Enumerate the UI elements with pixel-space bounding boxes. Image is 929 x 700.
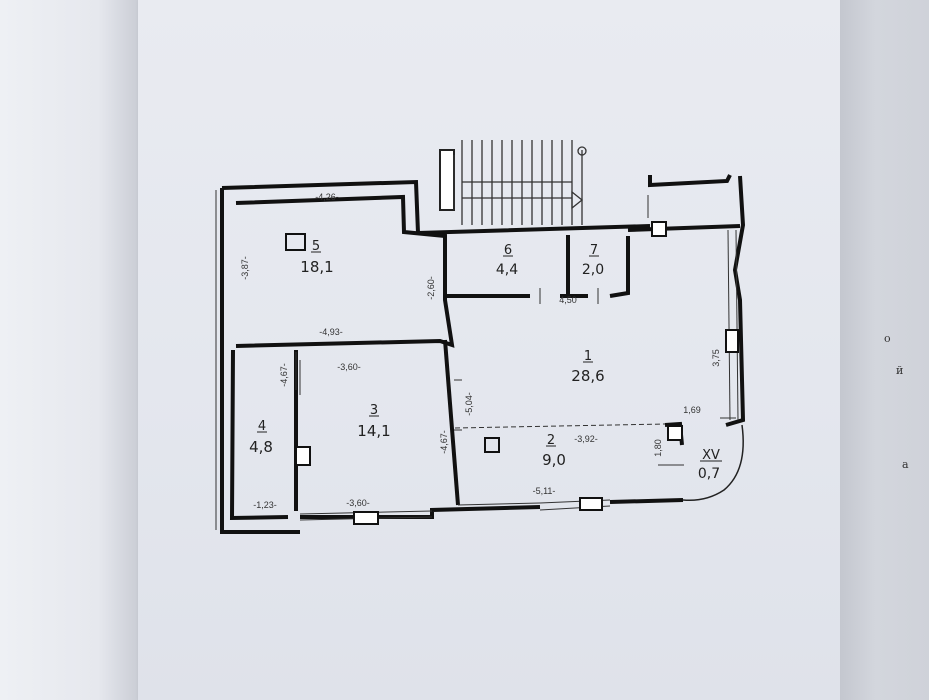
room-2-number: 2 bbox=[547, 433, 555, 448]
room-1-area: 28,6 bbox=[571, 367, 604, 385]
dim-label: 1,69 bbox=[683, 405, 701, 415]
room-xv-number: XV bbox=[702, 448, 720, 463]
dim-label: 3,75 bbox=[711, 349, 721, 367]
background-right-pages bbox=[840, 0, 929, 700]
room-5-number: 5 bbox=[312, 239, 320, 254]
dim-label: 1,80 bbox=[653, 439, 663, 457]
dim-label: -5,04- bbox=[464, 392, 474, 416]
room-labels: 5 18,1 6 4,4 7 2,0 1 28,6 3 14,1 4 4,8 2… bbox=[249, 239, 722, 482]
columns bbox=[285, 233, 500, 453]
dim-label: -3,60- bbox=[337, 362, 361, 372]
room-4-area: 4,8 bbox=[249, 438, 273, 456]
tick-marks bbox=[454, 195, 736, 466]
wall-openings bbox=[295, 221, 739, 525]
room-7-number: 7 bbox=[590, 243, 598, 258]
margin-char: й bbox=[896, 364, 904, 377]
dim-label: -4,26- bbox=[315, 192, 339, 202]
dim-label: 4,50 bbox=[559, 295, 577, 305]
dim-label: -3,92- bbox=[574, 434, 598, 444]
room-dividers bbox=[295, 352, 666, 429]
room-5-area: 18,1 bbox=[300, 258, 333, 276]
room-xv-arc bbox=[682, 424, 744, 502]
background-left-page bbox=[0, 0, 140, 700]
margin-char: а bbox=[902, 458, 909, 471]
room-3-area: 14,1 bbox=[357, 422, 390, 440]
dimension-labels: -4,26- -3,87- -4,93- -2,60- 4,50 -3,60- … bbox=[240, 192, 721, 510]
staircase bbox=[439, 140, 587, 225]
room-2-area: 9,0 bbox=[542, 451, 566, 469]
margin-char: о bbox=[884, 332, 891, 345]
room-1-number: 1 bbox=[584, 349, 592, 364]
dim-label: -4,67- bbox=[279, 363, 289, 387]
room-7-area: 2,0 bbox=[582, 262, 604, 278]
dim-label: -2,60- bbox=[426, 276, 436, 300]
dim-label: -3,87- bbox=[240, 256, 250, 280]
room-6-number: 6 bbox=[504, 243, 512, 258]
dim-label: -3,60- bbox=[346, 498, 370, 508]
room-4-number: 4 bbox=[258, 419, 266, 434]
dim-label: -1,23- bbox=[253, 500, 277, 510]
dim-label: -4,93- bbox=[319, 327, 343, 337]
dim-label: -4,67- bbox=[439, 430, 449, 454]
dim-label: -5,11- bbox=[533, 486, 556, 496]
room-6-area: 4,4 bbox=[496, 262, 518, 278]
room-xv-area: 0,7 bbox=[698, 466, 720, 482]
room-3-number: 3 bbox=[370, 403, 378, 418]
